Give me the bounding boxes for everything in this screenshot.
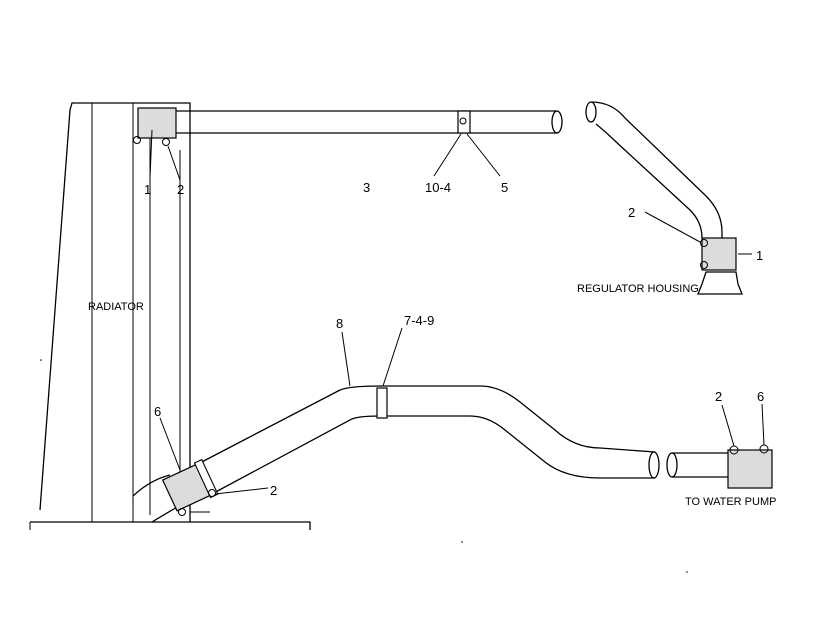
callout-upper-hose: 3 [363,180,370,195]
callout-top-left-clamp: 1 [144,182,151,197]
label-radiator: RADIATOR [88,301,144,313]
regulator-elbow [585,101,743,295]
leader-lines [149,129,765,495]
callout-lower-left-screw: 2 [270,483,277,498]
callout-upper-joint-a: 10-4 [425,180,451,195]
label-regulator-housing: REGULATOR HOUSING [577,283,699,295]
callout-top-left-screw: 2 [177,182,184,197]
callout-lower-joint: 7-4-9 [404,313,434,328]
callout-pump-screw: 2 [715,389,722,404]
pump-stub [666,444,773,489]
callout-lower-hose: 8 [336,316,343,331]
upper-hose [176,110,563,134]
radiator [29,102,311,530]
top-left-clamp [133,107,177,146]
callout-reg-clamp: 1 [756,248,763,263]
label-to-water-pump: TO WATER PUMP [685,496,776,508]
callout-lower-left-clamp: 6 [154,404,161,419]
lower-hose [132,385,660,523]
callout-upper-joint-b: 5 [501,180,508,195]
lower-left-clamp [161,458,219,512]
callout-pump-clamp: 6 [757,389,764,404]
callout-reg-screw: 2 [628,205,635,220]
